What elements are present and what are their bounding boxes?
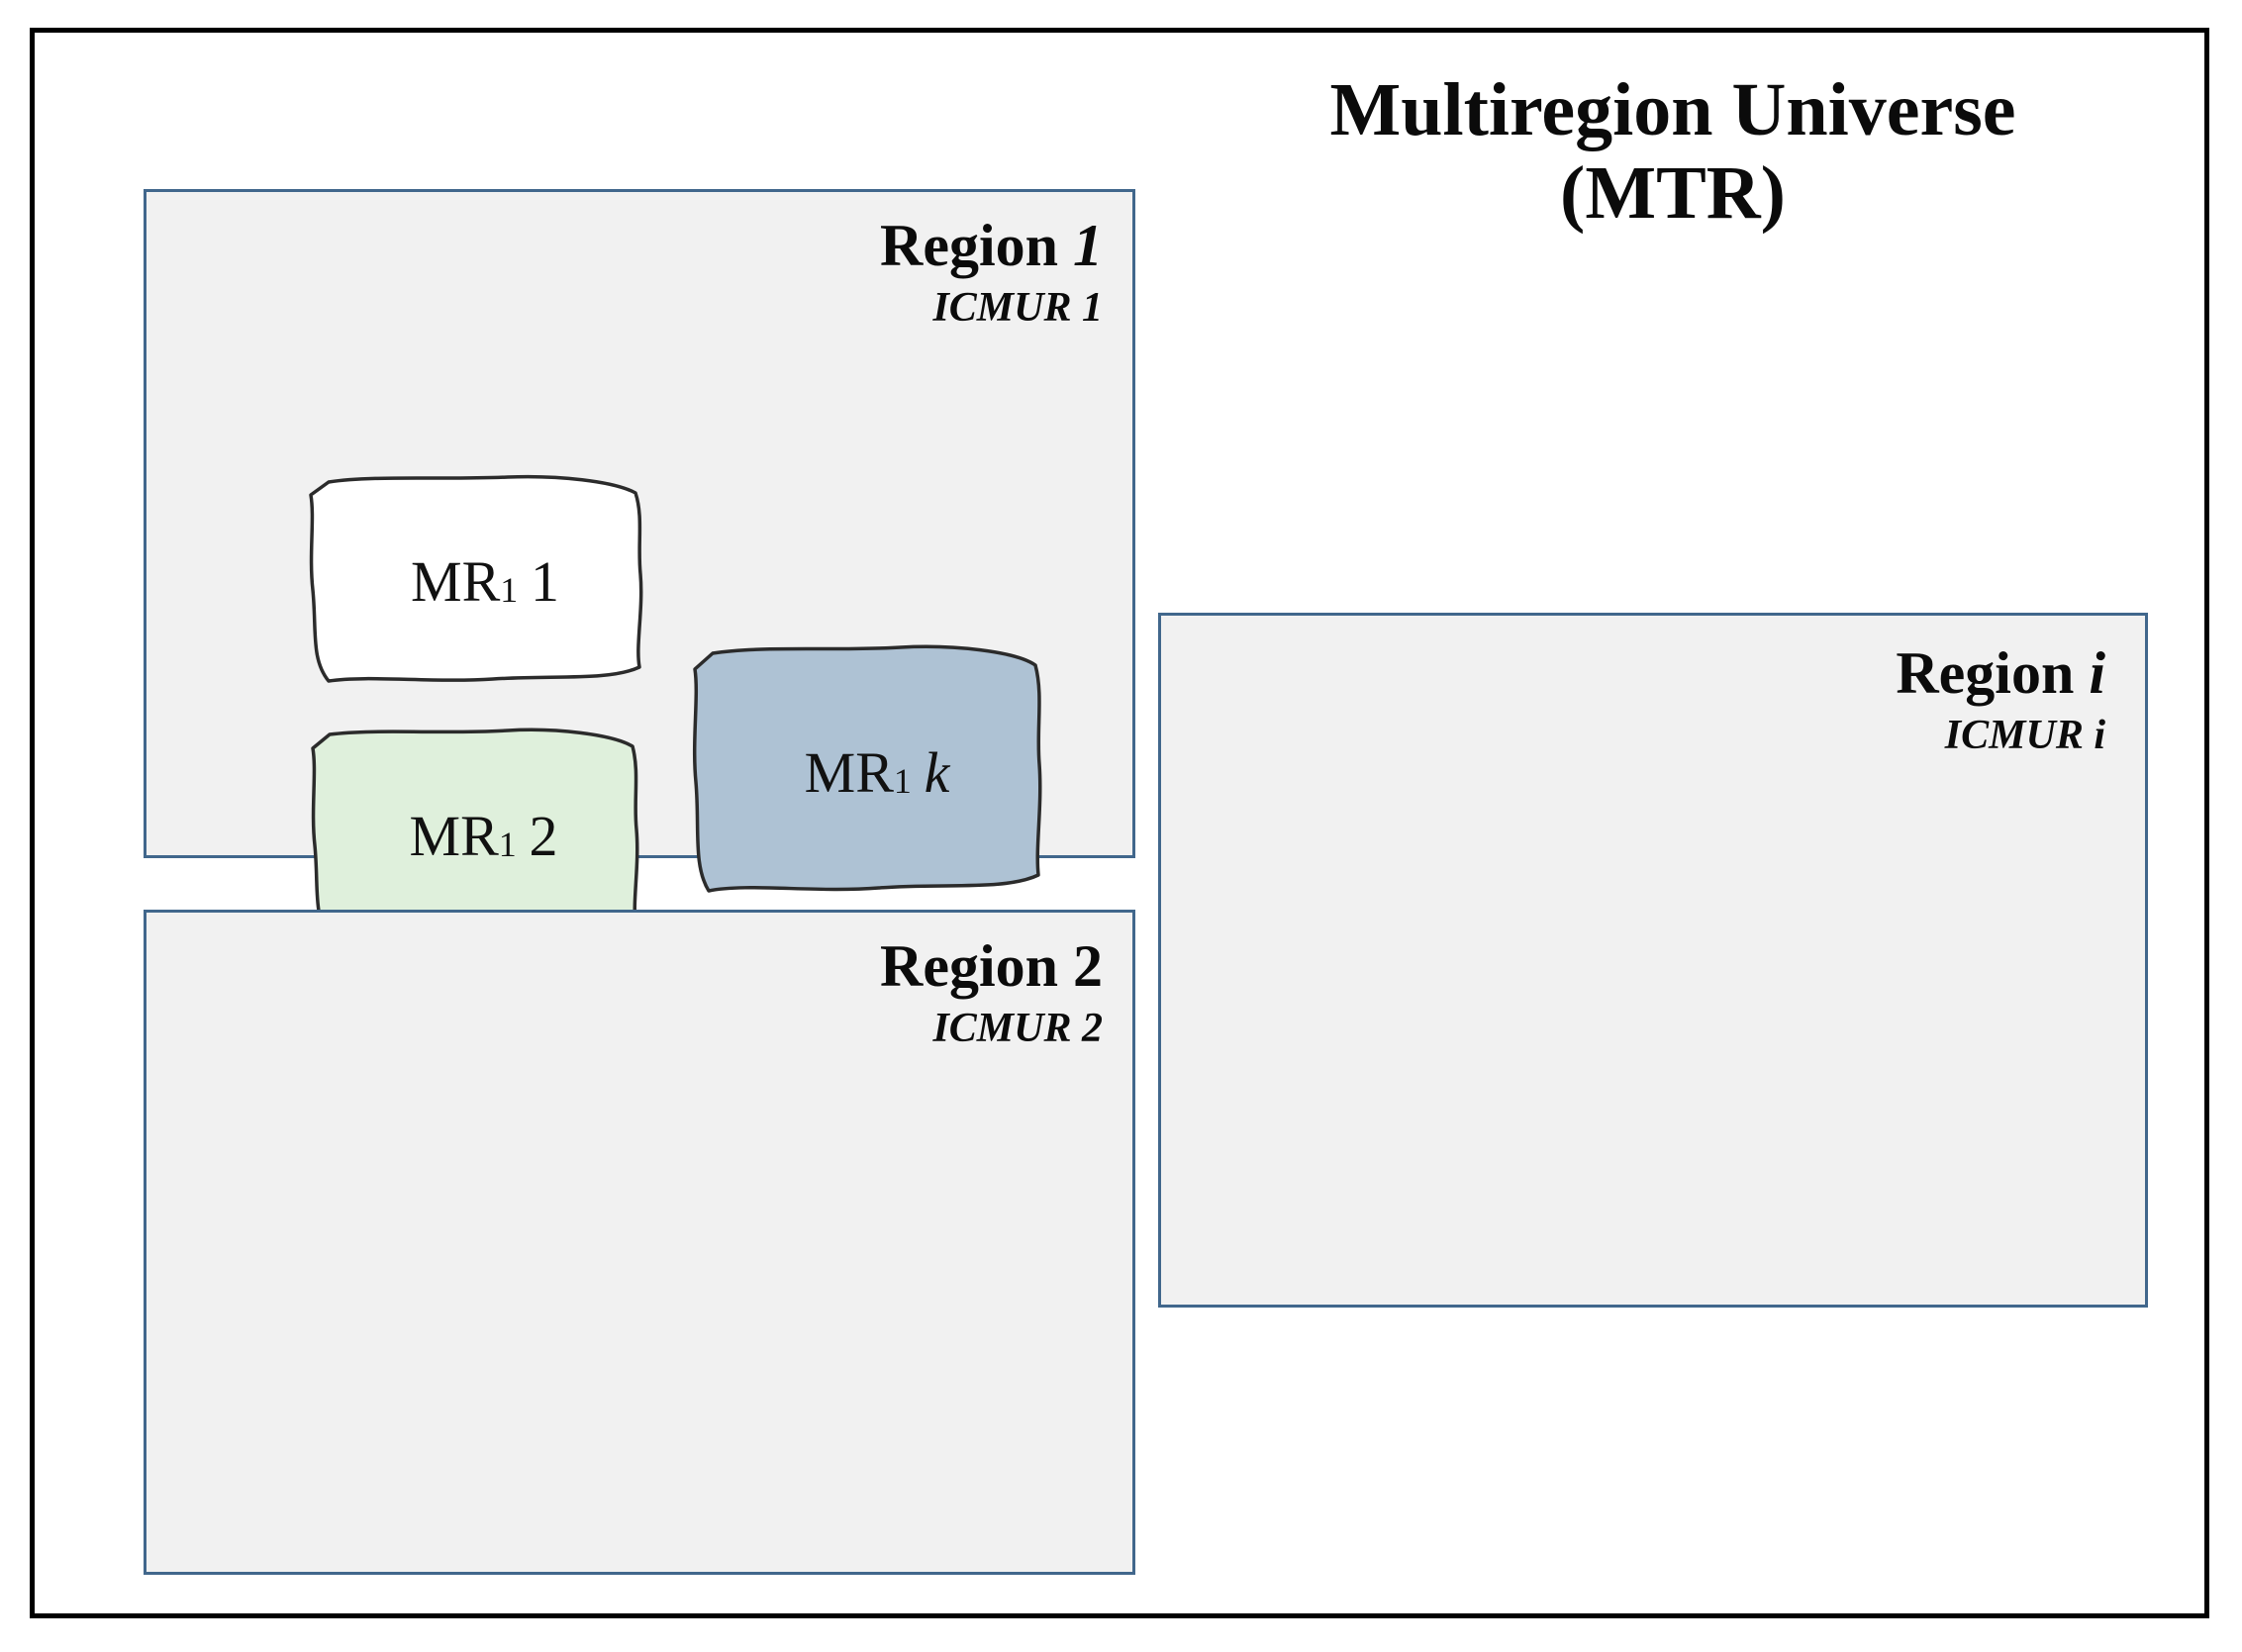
mr-prefix: MR bbox=[411, 548, 501, 614]
region-i-title-prefix: Region bbox=[1896, 640, 2075, 706]
mr-subscript: 1 bbox=[498, 825, 517, 865]
region-1-title: Region 1 bbox=[880, 216, 1103, 275]
region-1-subtitle: ICMUR 1 bbox=[932, 285, 1103, 331]
sketchy-rect-shape bbox=[692, 644, 1042, 893]
region-2-title-index: 2 bbox=[1073, 933, 1103, 999]
region-panel-i[interactable]: Region i ICMUR i MRi1 MRi2 bbox=[1158, 613, 2148, 1308]
mr-subscript: 1 bbox=[893, 761, 912, 802]
title-line-1: Multiregion Universe bbox=[1329, 68, 2016, 151]
region-1-header: Region 1 ICMUR 1 bbox=[880, 216, 1103, 329]
title-line-2: (MTR) bbox=[1560, 151, 1786, 235]
mr-suffix: 2 bbox=[529, 803, 558, 868]
region-i-title: Region i bbox=[1896, 643, 2105, 703]
region-i-title-index: i bbox=[2089, 640, 2105, 706]
region-panel-2[interactable]: Region 2 ICMUR 2 MR21 MR22 bbox=[144, 910, 1135, 1575]
multiregion-universe-frame: Multiregion Universe (MTR) Region 1 ICMU… bbox=[30, 28, 2209, 1618]
region-1-title-index: 1 bbox=[1073, 213, 1103, 278]
region-2-title: Region 2 bbox=[880, 936, 1103, 996]
sketchy-rect-shape bbox=[309, 474, 643, 683]
mr-suffix: 1 bbox=[531, 548, 559, 614]
region-2-title-prefix: Region bbox=[880, 933, 1058, 999]
mr-suffix: k bbox=[924, 739, 950, 805]
page-title: Multiregion Universe (MTR) bbox=[1173, 72, 2173, 231]
mr-subscript: 1 bbox=[500, 570, 519, 611]
region-2-subtitle: ICMUR 2 bbox=[932, 1006, 1103, 1051]
mr-prefix: MR bbox=[804, 739, 894, 805]
mr-prefix: MR bbox=[409, 803, 499, 868]
region-1-title-prefix: Region bbox=[880, 213, 1058, 278]
region-i-header: Region i ICMUR i bbox=[1896, 643, 2105, 756]
region-2-header: Region 2 ICMUR 2 bbox=[880, 936, 1103, 1049]
region-i-subtitle: ICMUR i bbox=[1944, 713, 2105, 758]
